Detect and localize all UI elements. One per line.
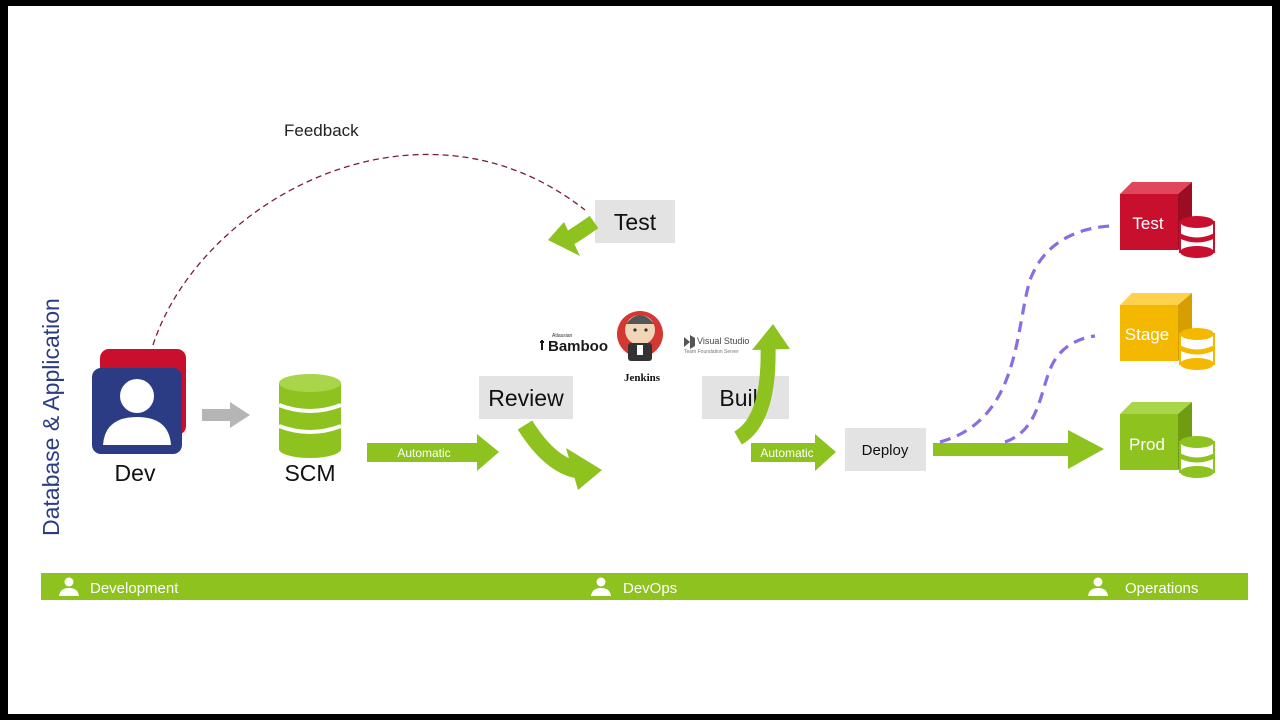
test-label: Test <box>614 209 657 235</box>
development-label: Development <box>90 580 179 597</box>
operations-label: Operations <box>1125 580 1198 597</box>
deploy-to-prod-arrow <box>933 430 1104 469</box>
devops-pipeline-diagram: Database & Application Feedback Dev SCM … <box>38 121 1248 600</box>
svg-text:Atlassian: Atlassian <box>552 333 573 339</box>
jenkins-logo-icon <box>617 311 663 361</box>
review-label: Review <box>488 385 564 411</box>
dev-avatar-icon <box>92 349 186 454</box>
visual-studio-logo: Visual Studio Team Foundation Server <box>684 335 749 355</box>
prod-env-label: Prod <box>1129 435 1165 454</box>
stage-env-label: Stage <box>1125 325 1169 344</box>
side-label: Database & Application <box>38 298 64 536</box>
devops-label: DevOps <box>623 580 677 597</box>
prod-env-cube-icon <box>1120 402 1216 478</box>
scm-database-icon <box>278 374 342 458</box>
feedback-arc <box>152 153 586 346</box>
bottom-bar <box>41 573 1248 600</box>
deploy-box <box>845 428 926 471</box>
operations-person-icon <box>1088 577 1108 596</box>
dev-label: Dev <box>115 460 156 486</box>
test-env-label: Test <box>1132 214 1163 233</box>
automatic-arrow-2 <box>751 434 836 471</box>
svg-text:Visual Studio: Visual Studio <box>697 336 749 346</box>
bamboo-logo: Atlassian Bamboo <box>540 333 608 355</box>
review-box <box>479 376 573 419</box>
build-box <box>702 376 789 419</box>
deploy-to-stage-dashed-curve <box>1004 334 1096 444</box>
deploy-label: Deploy <box>862 442 909 459</box>
svg-text:Team Foundation Server: Team Foundation Server <box>684 349 739 355</box>
build-up-arrow <box>733 324 790 445</box>
development-person-icon <box>59 577 79 596</box>
svg-text:Bamboo: Bamboo <box>548 338 608 355</box>
diagram-stage: Database & Application Feedback Dev SCM … <box>8 6 1272 714</box>
test-box <box>595 200 675 243</box>
jenkins-label: Jenkins <box>624 372 661 384</box>
automatic-arrow-1 <box>367 434 499 471</box>
scm-label: SCM <box>284 460 335 486</box>
stage-env-cube-icon <box>1120 293 1216 370</box>
feedback-label: Feedback <box>284 121 359 140</box>
automatic-label-2: Automatic <box>760 446 813 460</box>
test-feedback-arrow <box>548 215 599 256</box>
test-env-cube-icon <box>1120 182 1216 258</box>
dev-to-scm-arrow <box>202 402 250 428</box>
automatic-label-1: Automatic <box>397 446 450 460</box>
review-curved-arrow <box>517 420 602 490</box>
devops-person-icon <box>591 577 611 596</box>
deploy-to-test-dashed-curve <box>939 224 1111 444</box>
